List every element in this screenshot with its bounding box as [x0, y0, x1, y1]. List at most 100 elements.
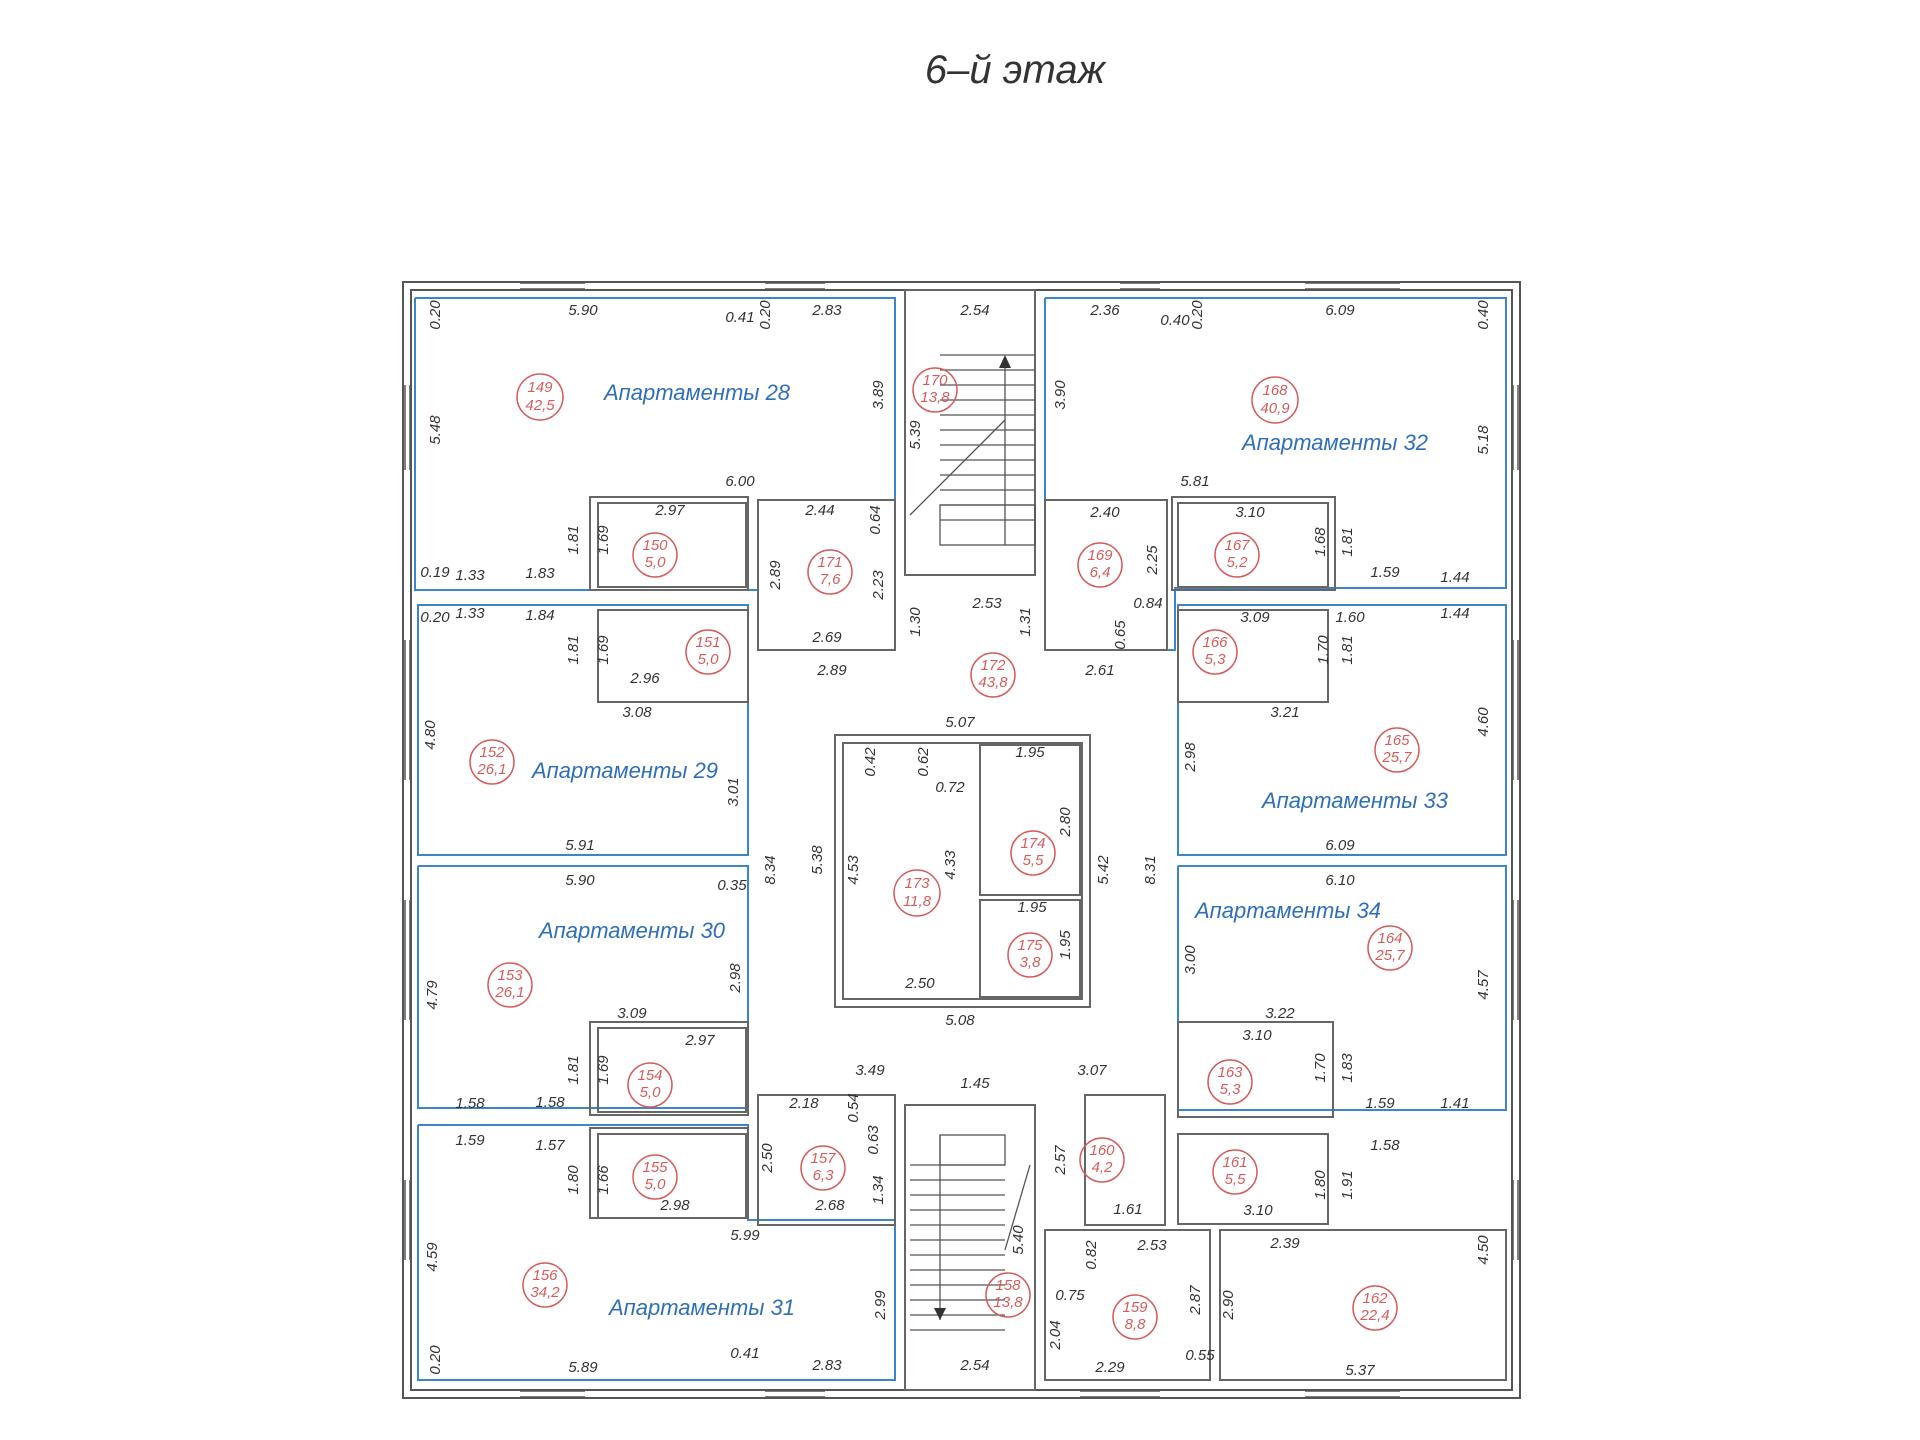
- dimension-label: 2.04: [1047, 1320, 1064, 1350]
- room-165-area: 25,7: [1381, 749, 1412, 766]
- dimension-label: 4.33: [942, 850, 959, 880]
- windows: [404, 282, 1519, 1398]
- dimension-label: 2.80: [1057, 807, 1074, 838]
- dimension-label: 5.18: [1475, 425, 1492, 455]
- room-150-number: 150: [642, 537, 668, 554]
- dimension-label: 3.10: [1242, 1027, 1272, 1044]
- dimension-label: 2.54: [959, 1357, 989, 1374]
- dimension-label: 0.20: [427, 1345, 444, 1375]
- dimension-label: 3.22: [1265, 1005, 1295, 1022]
- room-159-area: 8,8: [1125, 1316, 1147, 1333]
- dimension-label: 3.09: [1240, 609, 1270, 626]
- room-169-number: 169: [1087, 547, 1113, 564]
- room-156-number: 156: [532, 1267, 558, 1284]
- room-175-area: 3,8: [1020, 954, 1042, 971]
- dimension-label: 4.50: [1475, 1235, 1492, 1265]
- room-158-number: 158: [995, 1277, 1021, 1294]
- apartment-label-31: Апартаменты 31: [607, 1295, 795, 1320]
- dimension-label: 6.09: [1325, 837, 1355, 854]
- dimension-label: 0.40: [1160, 312, 1190, 329]
- dimension-label: 2.69: [811, 629, 842, 646]
- dimension-label: 3.90: [1052, 380, 1069, 410]
- dimension-label: 1.69: [595, 525, 612, 555]
- room-160-area: 4,2: [1092, 1159, 1114, 1176]
- room-154-area: 5,0: [640, 1084, 662, 1101]
- dimension-label: 3.21: [1270, 704, 1299, 721]
- dimension-label: 5.42: [1095, 855, 1112, 885]
- room-markers: [469, 367, 1420, 1340]
- dimension-label: 1.33: [455, 605, 485, 622]
- room-153-number: 153: [497, 967, 523, 984]
- room-173-number: 173: [904, 875, 930, 892]
- dimension-label: 2.99: [872, 1290, 889, 1321]
- dimension-label: 2.83: [811, 1357, 842, 1374]
- dimension-label: 4.59: [424, 1242, 441, 1272]
- dimension-label: 1.34: [870, 1175, 887, 1204]
- dimension-label: 1.59: [1370, 564, 1400, 581]
- dimension-label: 0.41: [730, 1345, 759, 1362]
- room-167-area: 5,2: [1227, 554, 1249, 571]
- dimension-label: 2.98: [727, 963, 744, 994]
- room-165-number: 165: [1384, 732, 1410, 749]
- dimension-label: 5.07: [945, 714, 975, 731]
- dimension-label: 2.98: [659, 1197, 690, 1214]
- dimension-label: 0.75: [1055, 1287, 1085, 1304]
- room-166-number: 166: [1202, 634, 1228, 651]
- dimension-label: 1.66: [595, 1165, 612, 1195]
- room-168-number: 168: [1262, 382, 1288, 399]
- dimension-label: 2.61: [1084, 662, 1114, 679]
- dimension-label: 0.65: [1112, 620, 1129, 650]
- dimension-label: 2.83: [811, 302, 842, 319]
- dimension-label: 8.31: [1142, 855, 1159, 884]
- dimension-label: 0.20: [757, 300, 774, 330]
- dimension-label: 1.33: [455, 567, 485, 584]
- dimension-label: 2.53: [1136, 1237, 1167, 1254]
- stairs-bottom: [910, 1134, 1031, 1331]
- dimension-label: 1.59: [455, 1132, 485, 1149]
- room-152-area: 26,1: [476, 761, 506, 778]
- dimension-label: 1.81: [565, 525, 582, 554]
- dimension-label: 6.00: [725, 473, 755, 490]
- dimension-label: 0.35: [717, 877, 747, 894]
- room-151-number: 151: [695, 634, 720, 651]
- dimension-label: 1.95: [1057, 930, 1074, 960]
- room-162-area: 22,4: [1359, 1307, 1389, 1324]
- room-174-number: 174: [1020, 835, 1045, 852]
- room-152-number: 152: [479, 744, 505, 761]
- dimension-label: 5.48: [427, 415, 444, 445]
- dimension-label: 0.63: [865, 1125, 882, 1155]
- apartment-label-30: Апартаменты 30: [537, 918, 726, 943]
- dimension-label: 4.79: [424, 980, 441, 1010]
- dimension-label: 1.81: [565, 1055, 582, 1084]
- dimension-label: 1.30: [907, 607, 924, 637]
- dimension-label: 0.64: [867, 505, 884, 534]
- dimension-label: 2.18: [788, 1095, 819, 1112]
- dimension-label: 2.36: [1089, 302, 1120, 319]
- dimension-label: 0.84: [1133, 595, 1162, 612]
- room-163-area: 5,3: [1220, 1081, 1242, 1098]
- dimension-label: 1.58: [1370, 1137, 1400, 1154]
- room-163-number: 163: [1217, 1064, 1243, 1081]
- dimension-label: 1.45: [960, 1075, 990, 1092]
- dimension-label: 5.08: [945, 1012, 975, 1029]
- dimension-label: 5.99: [730, 1227, 760, 1244]
- room-149-number: 149: [527, 379, 553, 396]
- apartment-label-29: Апартаменты 29: [530, 758, 718, 783]
- stairs-up-arrow: [999, 355, 1011, 368]
- dimension-label: 1.57: [535, 1137, 565, 1154]
- dimension-label: 4.57: [1475, 970, 1492, 1000]
- dimension-label: 1.69: [595, 1055, 612, 1085]
- dimension-label: 2.39: [1269, 1235, 1300, 1252]
- dimension-label: 1.41: [1440, 1095, 1469, 1112]
- dimension-label: 0.20: [1189, 300, 1206, 330]
- dimension-label: 5.89: [568, 1359, 598, 1376]
- dimension-label: 3.49: [855, 1062, 885, 1079]
- room-174-area: 5,5: [1023, 852, 1045, 869]
- dimension-label: 2.90: [1220, 1290, 1237, 1321]
- dimension-label: 3.00: [1182, 945, 1199, 975]
- dimension-label: 6.09: [1325, 302, 1355, 319]
- dimension-label: 1.81: [1339, 635, 1356, 664]
